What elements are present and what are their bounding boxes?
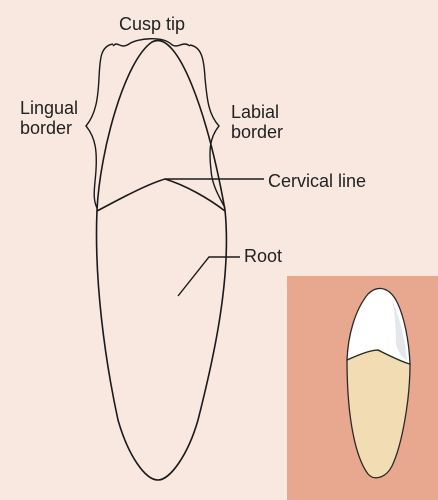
- root-label: Root: [244, 246, 282, 266]
- labial-border-label-line1: Labial: [231, 102, 283, 122]
- lingual-border-label-line2: border: [20, 118, 78, 138]
- labial-border-label: Labial border: [231, 102, 283, 142]
- lingual-border-label: Lingual border: [20, 98, 78, 138]
- cusp-tip-label: Cusp tip: [119, 14, 185, 34]
- lingual-border-label-line1: Lingual: [20, 98, 78, 118]
- cervical-line: [97, 179, 225, 211]
- root-leader: [178, 257, 240, 296]
- inset-photo-panel: [287, 276, 438, 500]
- cervical-line-label: Cervical line: [268, 171, 366, 191]
- labial-border-label-line2: border: [231, 122, 283, 142]
